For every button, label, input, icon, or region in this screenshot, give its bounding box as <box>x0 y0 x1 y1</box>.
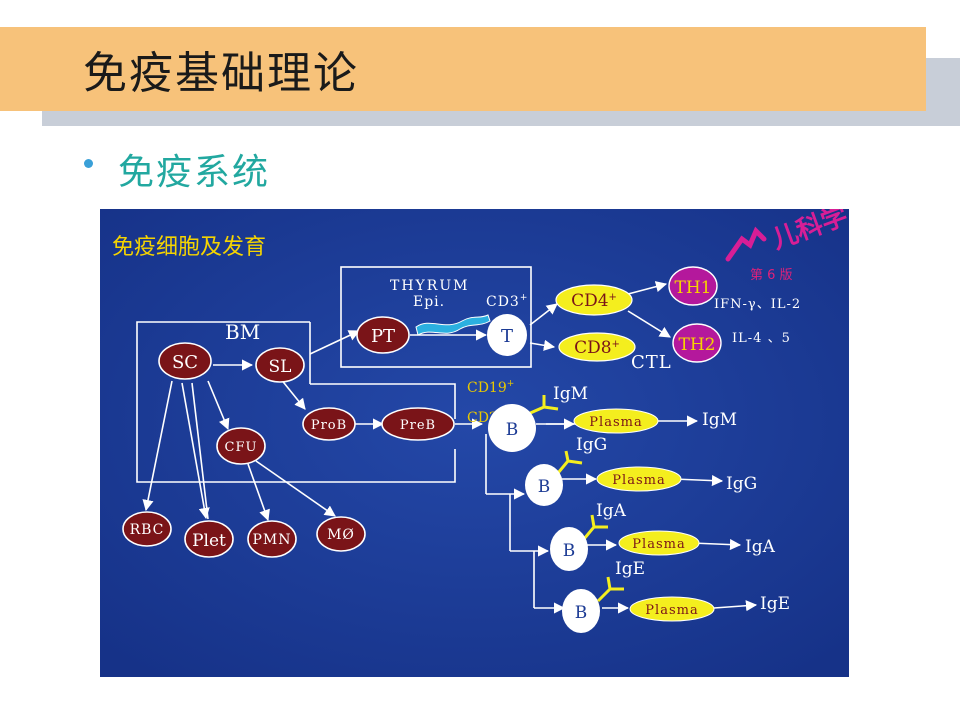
cell-preb: PreB <box>381 407 455 441</box>
plasma-cell-2-label: Plasma <box>612 473 665 488</box>
cell-pt: PT <box>356 316 410 354</box>
th2-cytokines: IL-4 、5 <box>732 331 791 346</box>
iga-receptor-label: IgA <box>596 501 627 521</box>
igm-receptor-icon <box>527 395 559 416</box>
igg-output-label: IgG <box>726 474 757 494</box>
bullet-dot <box>84 159 93 168</box>
connector-lines <box>142 281 758 614</box>
cell-cd4: CD4+ <box>555 284 633 316</box>
diagram-heading: 免疫细胞及发育 <box>112 235 266 260</box>
cell-th2-label: TH2 <box>679 335 716 355</box>
bm-label: BM <box>225 320 260 344</box>
svg-text:CD8+: CD8+ <box>574 338 620 358</box>
th1-cytokines: IFN-γ、IL-2 <box>714 297 801 312</box>
plasma-cell-4-label: Plasma <box>645 603 698 618</box>
cell-cfu: CFU <box>216 427 266 465</box>
cell-cd8: CD8+ <box>558 332 636 362</box>
ige-output-label: IgE <box>760 594 790 614</box>
cell-prob-label: ProB <box>311 418 347 433</box>
bone-marrow-frame <box>136 321 456 483</box>
immune-cell-diagram: 免疫细胞及发育 儿科学 第 6 版 BM THYRUM Epi. <box>100 209 849 677</box>
cell-sc: SC <box>158 342 212 380</box>
b-cell-1 <box>488 404 536 452</box>
igm-output-label: IgM <box>702 410 737 430</box>
cell-t: T <box>487 314 527 356</box>
igg-receptor-icon <box>556 450 583 474</box>
b-cell-4-label: B <box>575 603 588 623</box>
plasma-cell-3-label: Plasma <box>632 537 685 552</box>
bullet-text: 免疫系统 <box>118 152 271 193</box>
ige-receptor-icon <box>596 576 624 603</box>
cell-pt-label: PT <box>371 326 395 347</box>
plasma-cell-4 <box>629 596 715 622</box>
ige-receptor-label: IgE <box>615 559 645 579</box>
b-cell-2-label: B <box>538 477 551 497</box>
igg-receptor-label: IgG <box>576 435 607 455</box>
cell-rbc-label: RBC <box>130 522 165 538</box>
cell-rbc: RBC <box>122 511 172 547</box>
b-cell-1-label: B <box>506 420 519 440</box>
b-lineage-igm: IgM B Plasma IgM <box>488 384 737 452</box>
cd19-label: CD19+ <box>467 379 514 396</box>
cell-pmn-label: PMN <box>252 532 291 548</box>
epi-label: Epi. <box>413 294 445 310</box>
cell-preb-label: PreB <box>400 418 436 433</box>
thymus-frame <box>340 266 532 368</box>
cell-t-label: T <box>501 326 513 347</box>
thyrum-label: THYRUM <box>390 278 469 294</box>
bm-pathway-line <box>310 383 456 419</box>
plasma-cell-3 <box>618 530 700 556</box>
cell-sl-label: SL <box>269 357 292 377</box>
cell-plet: Plet <box>184 520 234 558</box>
cell-mo: MØ <box>316 516 366 552</box>
b-cell-3-label: B <box>563 541 576 561</box>
b-cell-2 <box>525 464 563 506</box>
cell-prob: ProB <box>302 407 356 441</box>
plasma-cell-2 <box>596 466 682 492</box>
b-cell-3 <box>550 527 588 571</box>
igm-receptor-label: IgM <box>553 384 588 404</box>
cell-th1: TH1 <box>668 266 718 306</box>
cell-mo-label: MØ <box>327 527 355 543</box>
logo-edition: 第 6 版 <box>750 268 793 283</box>
cell-plet-label: Plet <box>192 531 226 551</box>
b-lineage-iga: IgA B Plasma IgA <box>550 501 776 571</box>
iga-receptor-icon <box>582 514 608 540</box>
epithelial-cell-shape <box>415 314 491 336</box>
cell-sl: SL <box>255 347 305 383</box>
title-band <box>0 27 926 111</box>
cell-pmn: PMN <box>247 520 297 558</box>
cell-cd8-label: CD8 <box>574 338 611 358</box>
cell-sc-label: SC <box>172 352 198 373</box>
plasma-cell-1 <box>573 408 659 434</box>
iga-output-label: IgA <box>745 537 776 557</box>
cell-th2: TH2 <box>672 323 722 363</box>
b-lineage-ige: IgE B Plasma IgE <box>562 559 790 633</box>
cd3-label: CD3+ <box>486 293 528 310</box>
plasma-cell-1-label: Plasma <box>589 415 642 430</box>
cell-cd4-label: CD4 <box>571 291 608 311</box>
ctl-label: CTL <box>631 352 672 373</box>
cell-cfu-label: CFU <box>225 440 258 455</box>
svg-text:CD4+: CD4+ <box>571 291 617 311</box>
slide-title: 免疫基础理论 <box>83 48 359 99</box>
cell-th1-label: TH1 <box>675 278 712 298</box>
b-cell-4 <box>562 589 600 633</box>
b-lineage-igg: IgG B Plasma IgG <box>525 435 757 506</box>
